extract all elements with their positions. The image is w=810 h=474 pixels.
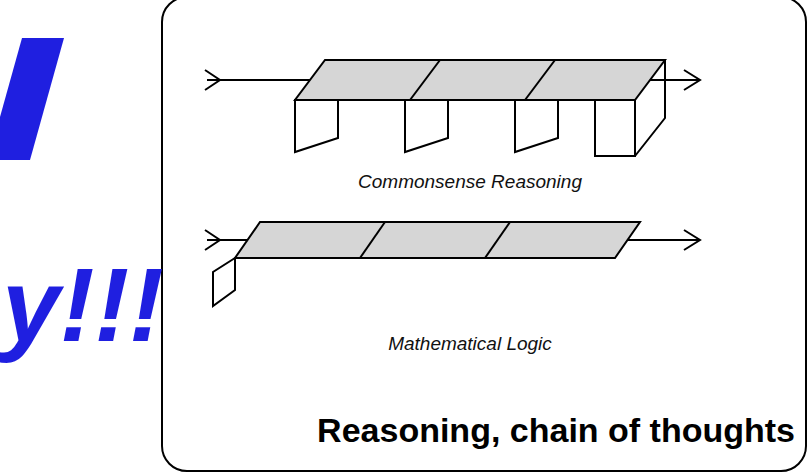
overlay-word: y!!!: [2, 248, 164, 362]
figure-caption: Commonsense Reasoning: [358, 172, 582, 193]
commonsense-figure: [205, 60, 700, 156]
logic-figure: [205, 222, 700, 306]
slide-panel: Reasoning, chain of thoughts: [161, 0, 807, 472]
panel-heading: Reasoning, chain of thoughts: [317, 411, 795, 450]
figure-caption: Mathematical Logic: [388, 334, 552, 355]
cut-letter: [0, 38, 64, 160]
